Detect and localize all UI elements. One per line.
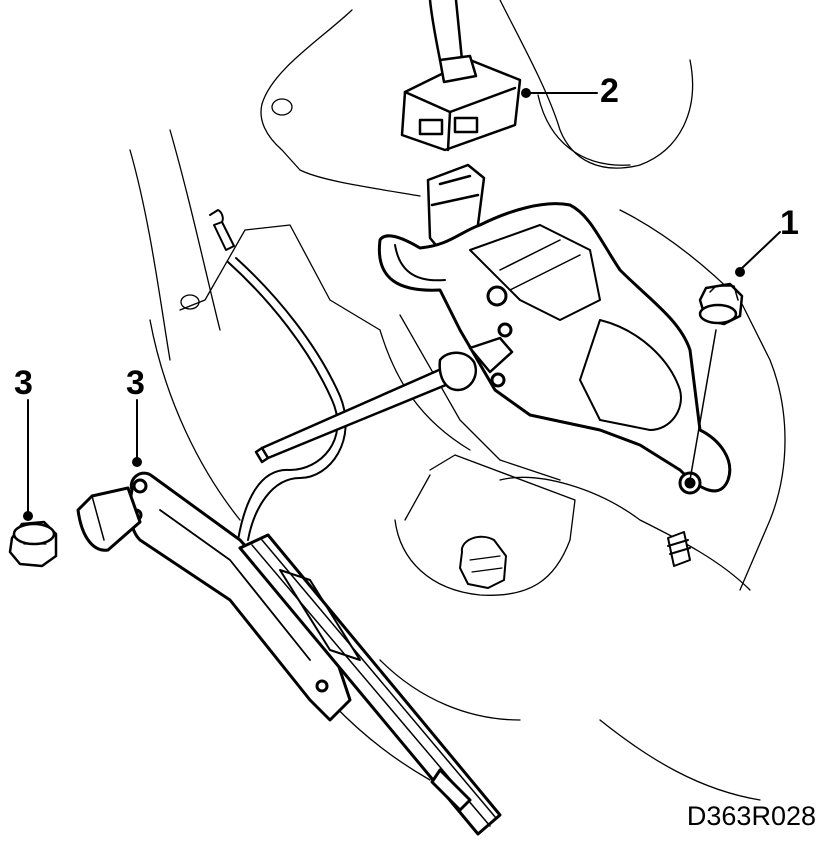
mounting-stud bbox=[667, 531, 691, 567]
callout-label-3-left: 3 bbox=[14, 364, 33, 402]
motor-spindle bbox=[254, 336, 514, 464]
nut-part-3-loose bbox=[8, 520, 58, 568]
nut-alignment-line bbox=[689, 329, 717, 481]
electrical-connector-part-2 bbox=[400, 54, 522, 152]
wiper-blade bbox=[238, 533, 502, 836]
washer-tube bbox=[209, 209, 347, 541]
diagram-reference-code: D363R028 bbox=[686, 801, 816, 831]
nut-part-1 bbox=[698, 282, 744, 326]
panel-bolt bbox=[459, 535, 507, 589]
leader-line-1 bbox=[739, 231, 781, 271]
wiper-motor-body bbox=[377, 202, 732, 495]
wiper-arm bbox=[76, 471, 352, 722]
callout-label-3-right: 3 bbox=[126, 364, 145, 402]
callout-label-1: 1 bbox=[780, 204, 799, 242]
callout-label-2: 2 bbox=[600, 72, 619, 110]
callout-leaders bbox=[23, 88, 781, 521]
body-panel-outline bbox=[129, 0, 786, 801]
wire-harness bbox=[428, 0, 464, 62]
